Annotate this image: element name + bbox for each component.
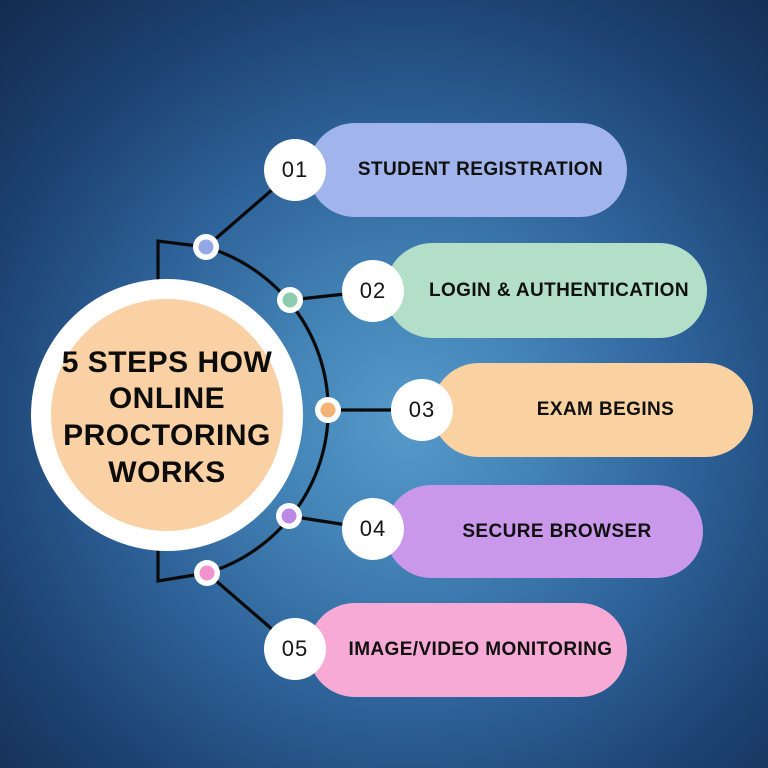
step-pill-5: IMAGE/VIDEO MONITORING xyxy=(308,603,627,697)
step-label-5: IMAGE/VIDEO MONITORING xyxy=(348,639,613,660)
page-title: 5 STEPS HOW ONLINE PROCTORING WORKS xyxy=(61,345,273,489)
center-circle: 5 STEPS HOW ONLINE PROCTORING WORKS xyxy=(31,279,303,551)
step-number-badge-1: 01 xyxy=(264,139,326,201)
step-number-badge-2: 02 xyxy=(342,260,404,322)
step-label-4: SECURE BROWSER xyxy=(462,520,652,542)
step-number-3: 03 xyxy=(408,397,436,422)
step-pill-4: SECURE BROWSER xyxy=(385,485,703,578)
center-circle-fill: 5 STEPS HOW ONLINE PROCTORING WORKS xyxy=(51,299,283,531)
step-number-badge-3: 03 xyxy=(391,379,453,441)
step-label-3: EXAM BEGINS xyxy=(536,399,675,420)
node-dot-4 xyxy=(281,508,297,524)
node-dot-2 xyxy=(282,292,298,308)
step-label-2: LOGIN & AUTHENTICATION xyxy=(428,279,689,301)
step-pill-1: STUDENT REGISTRATION xyxy=(308,123,627,217)
step-number-5: 05 xyxy=(281,636,309,661)
step-pill-2: LOGIN & AUTHENTICATION xyxy=(385,243,707,338)
node-dot-1 xyxy=(198,239,214,255)
step-number-2: 02 xyxy=(359,278,387,303)
step-number-1: 01 xyxy=(281,157,309,182)
step-number-4: 04 xyxy=(359,516,387,541)
node-dot-5 xyxy=(199,565,215,581)
step-number-badge-5: 05 xyxy=(264,618,326,680)
step-pill-3: EXAM BEGINS xyxy=(432,363,753,457)
step-number-badge-4: 04 xyxy=(342,498,404,560)
node-dot-3 xyxy=(320,402,336,418)
step-label-1: STUDENT REGISTRATION xyxy=(357,159,604,180)
